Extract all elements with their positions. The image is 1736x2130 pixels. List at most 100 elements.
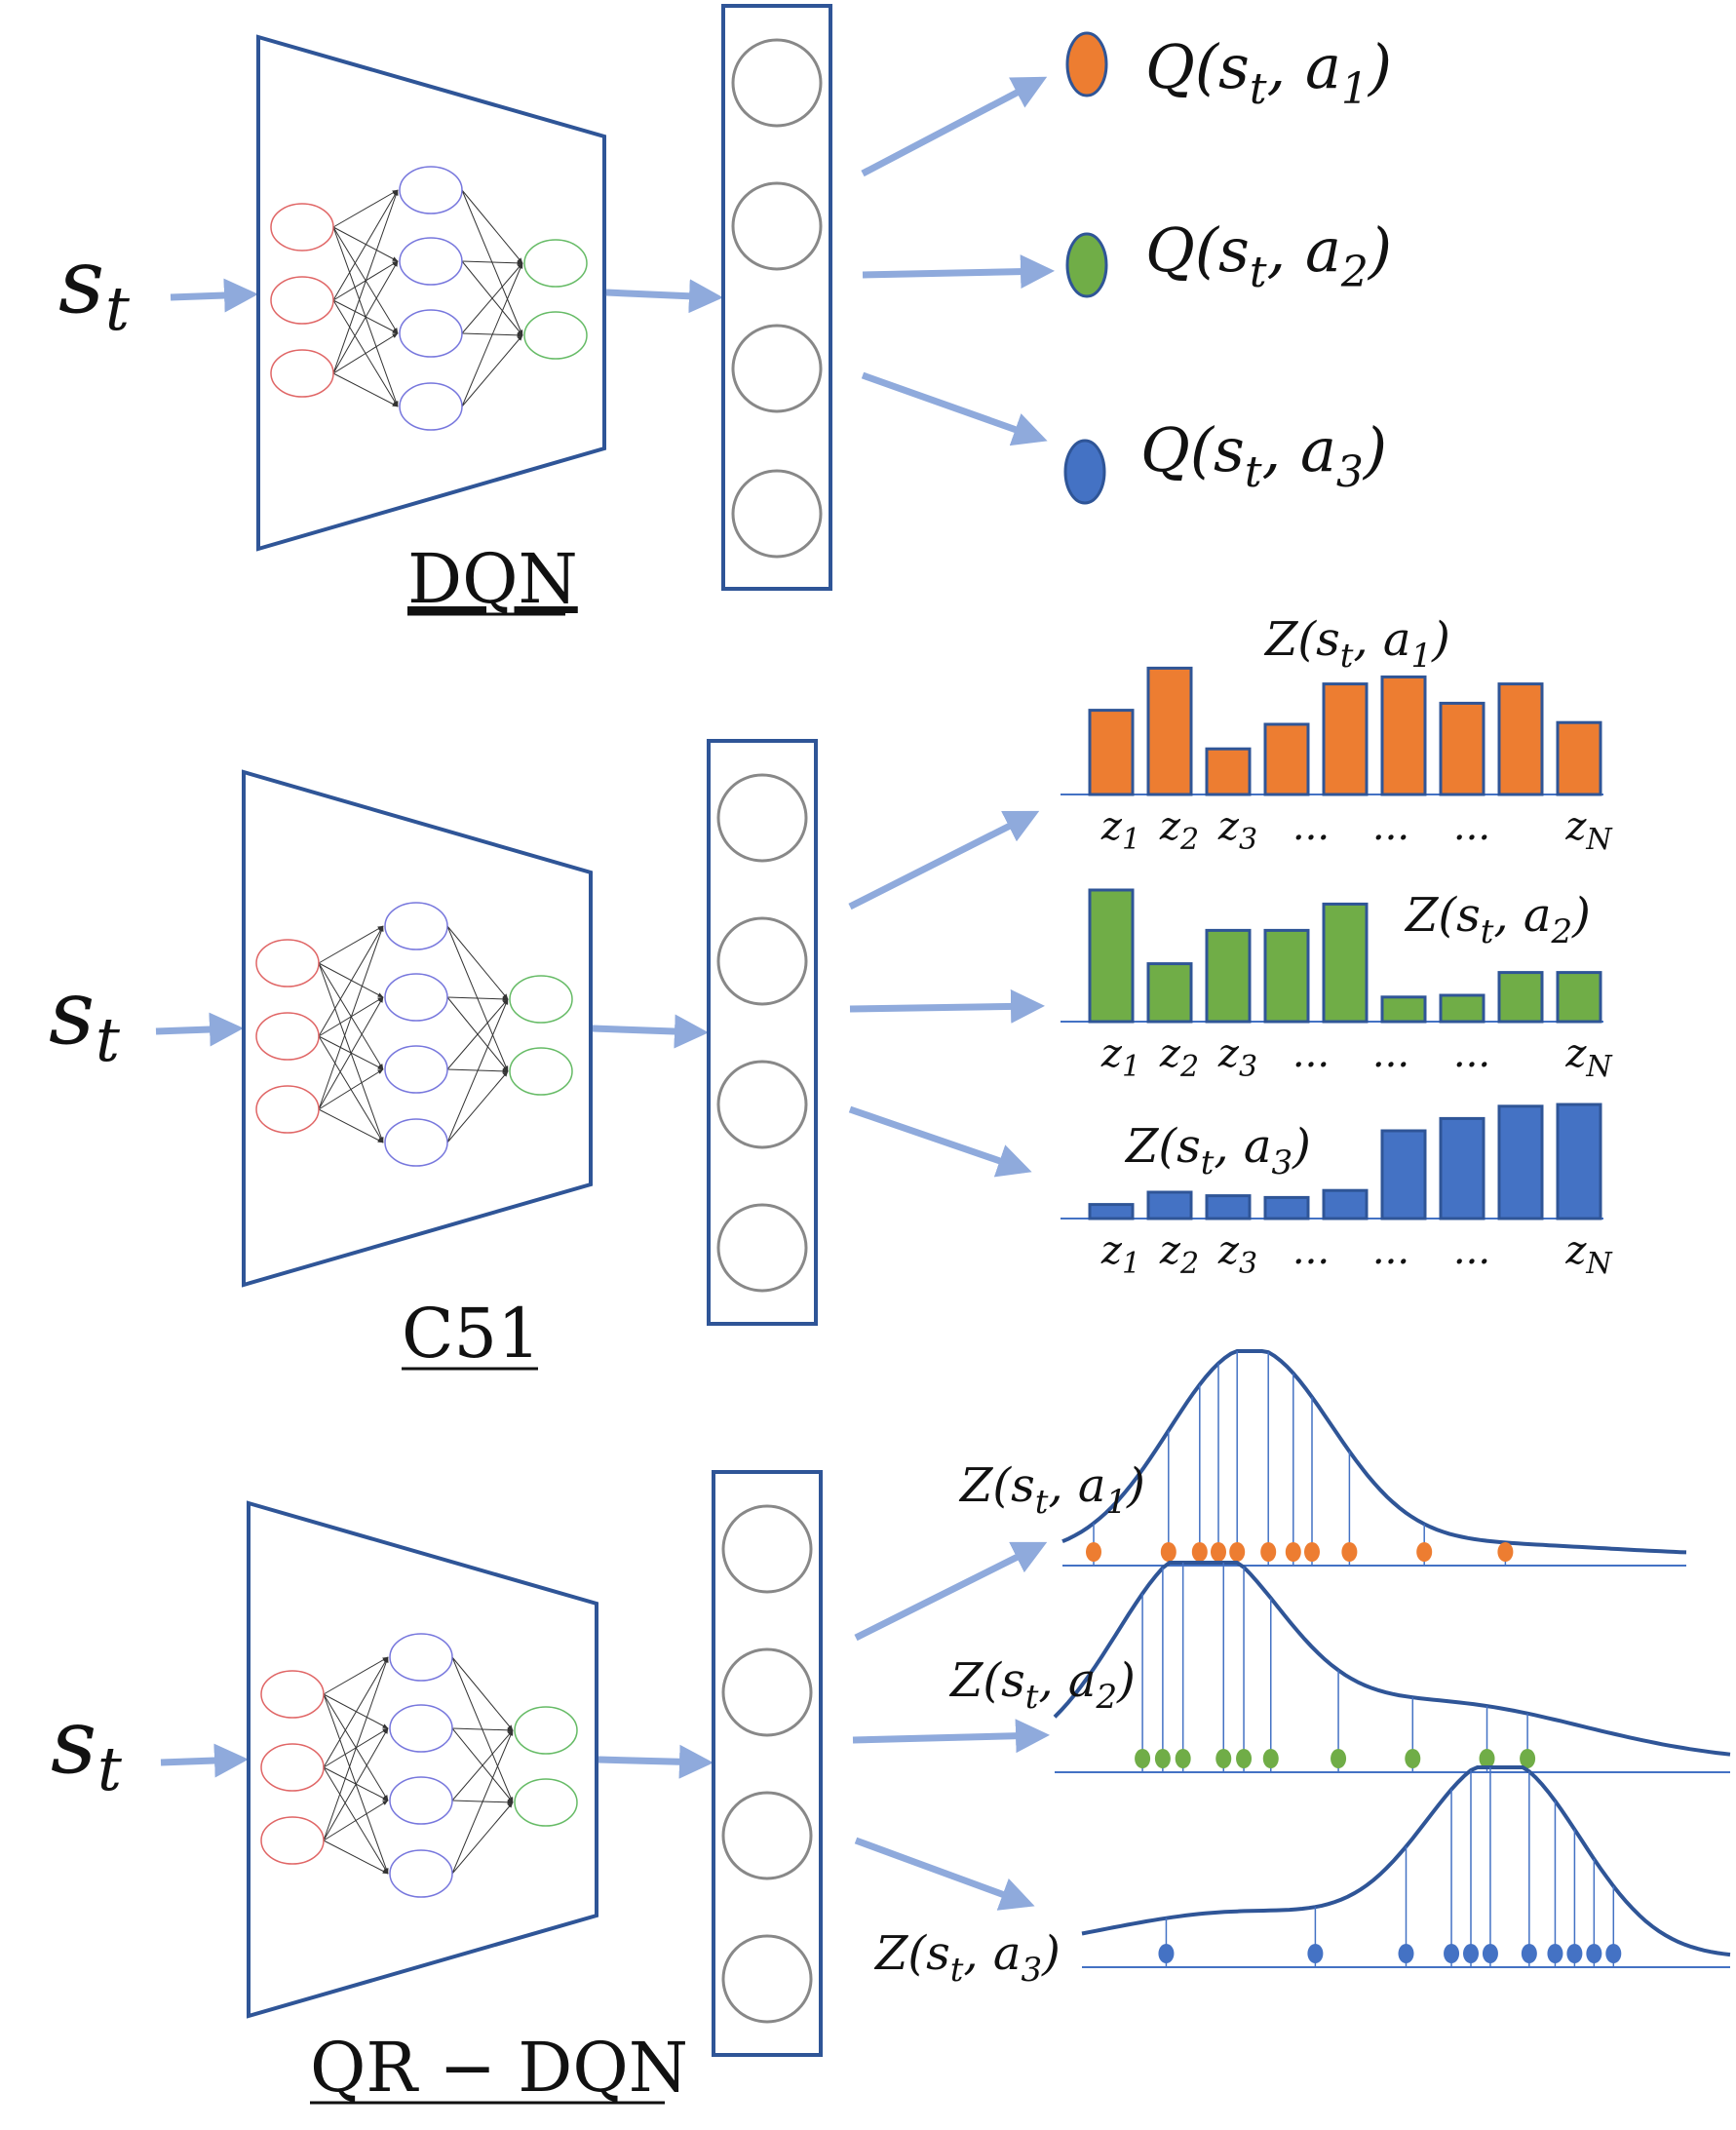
output-layer-box	[712, 1470, 823, 2057]
probability-bar	[1380, 1129, 1427, 1220]
output-node	[716, 1060, 808, 1149]
quantile-dot	[1158, 1944, 1175, 1963]
connection-edge	[451, 1729, 514, 1801]
quantile-dot	[1521, 1944, 1537, 1963]
neuron	[514, 1706, 578, 1755]
q-value-2: Q(st, a2)	[1065, 214, 1392, 298]
neural-network	[270, 166, 588, 431]
connection-edge	[451, 1729, 514, 1875]
connection-edge	[323, 1693, 389, 1729]
input-arrow	[160, 1743, 249, 1778]
probability-bar	[1439, 1116, 1485, 1220]
quantile-dot	[1304, 1542, 1320, 1562]
action-dot-blue	[1063, 439, 1106, 505]
connection-edge	[318, 1068, 384, 1110]
connection-edge	[446, 996, 509, 1002]
probability-bar	[1146, 666, 1193, 796]
probability-bar	[1322, 902, 1369, 1024]
quantile-dot	[1463, 1944, 1479, 1963]
probability-bar	[1380, 675, 1427, 796]
q-value-3: Q(st, a3)	[1063, 414, 1387, 505]
quantile-dot	[1566, 1944, 1583, 1963]
connection-edge	[323, 1656, 389, 1768]
input-label: s t	[51, 1689, 122, 1804]
connection-edge	[318, 996, 384, 1110]
atom-label: z1	[1100, 1228, 1140, 1281]
quantile-dot	[1479, 1749, 1495, 1768]
neuron	[399, 237, 463, 286]
probability-bar	[1556, 720, 1602, 796]
atom-label: ...	[1372, 804, 1409, 849]
connection-edge	[461, 262, 523, 334]
connection-edge	[318, 925, 384, 1110]
neuron	[509, 1047, 573, 1096]
input-subscript: t	[105, 273, 130, 344]
quantile-dot	[1236, 1749, 1253, 1768]
probability-bar	[1497, 1104, 1544, 1220]
input-symbol: s	[51, 1689, 96, 1794]
quantile-dot	[1520, 1749, 1536, 1768]
connection-edge	[451, 1656, 514, 1731]
probability-bar	[1088, 888, 1135, 1024]
atom-label: z2	[1159, 804, 1199, 857]
quantile-dot	[1405, 1749, 1421, 1768]
network-output-arrow	[598, 1744, 714, 1779]
network-trapezoid	[242, 769, 593, 1288]
quantile-arrow-1	[854, 1541, 1048, 1642]
neuron	[270, 203, 334, 252]
probability-bar	[1088, 709, 1135, 796]
output-nodes	[721, 1504, 813, 2024]
output-node	[721, 1934, 813, 2024]
atom-label: z3	[1217, 1228, 1257, 1281]
neuron	[260, 1743, 325, 1792]
output-node	[721, 1647, 813, 1737]
connection-edge	[461, 262, 523, 407]
neuron	[384, 1045, 448, 1094]
neuron	[255, 1012, 320, 1061]
probability-bar	[1322, 1188, 1369, 1220]
quantile-dot	[1229, 1542, 1246, 1562]
probability-bar	[1497, 682, 1544, 796]
quantile-dot	[1444, 1944, 1460, 1963]
atom-label: z3	[1217, 804, 1257, 857]
quantile-dot	[1285, 1542, 1301, 1562]
atom-label: ...	[1292, 1031, 1330, 1076]
quantile-dot	[1086, 1542, 1101, 1562]
neuron	[514, 1778, 578, 1827]
connection-edge	[318, 962, 384, 998]
neural-network	[255, 902, 573, 1167]
dist-arrow-1	[848, 810, 1040, 910]
quantile-dot	[1416, 1542, 1433, 1562]
quantile-dot	[1215, 1749, 1232, 1768]
output-nodes	[716, 773, 808, 1293]
output-layer-box	[721, 4, 832, 591]
quantile-dot	[1175, 1749, 1191, 1768]
probability-bar	[1380, 995, 1427, 1024]
panel-title: C51	[402, 1294, 541, 1374]
q-arrow-3	[861, 371, 1048, 446]
input-label: s t	[58, 229, 130, 344]
quantile-arrow-3	[854, 1837, 1035, 1911]
connection-edge	[323, 1656, 389, 1695]
quantile-arrow-2	[852, 1719, 1050, 1754]
neuron	[270, 276, 334, 325]
output-node	[731, 181, 823, 271]
neuron	[523, 239, 588, 288]
atom-label: ...	[1372, 1228, 1409, 1273]
probability-bar	[1322, 682, 1369, 796]
connection-edge	[323, 1727, 389, 1841]
input-arrow	[155, 1012, 244, 1047]
probability-bar	[1556, 971, 1602, 1024]
atom-label: z2	[1159, 1228, 1199, 1281]
connection-edge	[318, 1108, 384, 1143]
network-trapezoid	[256, 34, 606, 552]
quantile-dot	[1262, 1749, 1279, 1768]
density-curve	[1061, 1349, 1687, 1555]
output-node	[716, 1203, 808, 1293]
probability-bar	[1497, 971, 1544, 1024]
atom-label: ...	[1453, 804, 1490, 849]
probability-bar	[1205, 928, 1252, 1024]
atom-label: z3	[1217, 1031, 1257, 1084]
